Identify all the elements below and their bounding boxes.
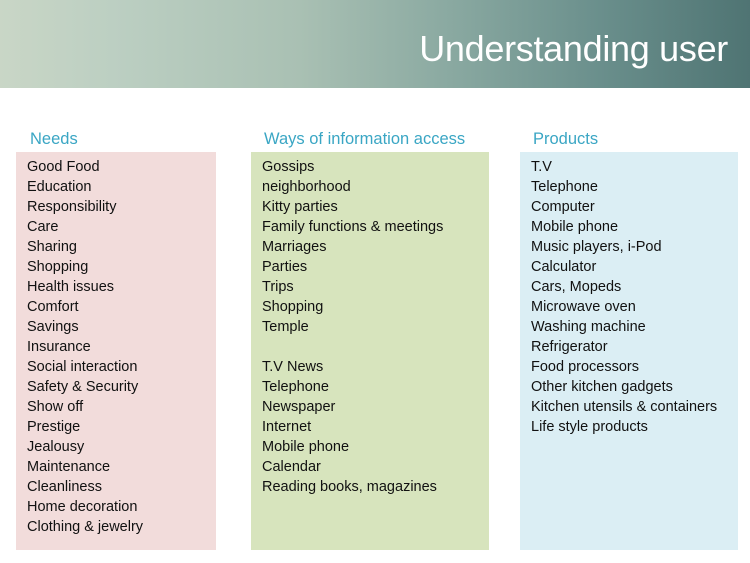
list-item: Cleanliness (27, 479, 102, 495)
list-item: Telephone (262, 379, 329, 395)
list-item: T.V (531, 159, 552, 175)
list-item: Trips (262, 279, 294, 295)
list-item: T.V News (262, 359, 324, 375)
list-item: Shopping (27, 259, 89, 275)
list-item: Sharing (27, 239, 77, 255)
list-item: Mobile phone (531, 219, 619, 235)
list-item: Savings (27, 319, 79, 335)
list-item: Family functions & meetings (262, 219, 444, 235)
products-heading: Products (533, 130, 599, 148)
list-item (262, 337, 489, 357)
list-item: Clothing & jewelry (27, 519, 144, 535)
list-item: Music players, i-Pod (531, 239, 662, 255)
list-item: Social interaction (27, 359, 138, 375)
list-item: Jealousy (27, 439, 85, 455)
list-item: Other kitchen gadgets (531, 379, 673, 395)
title-banner: Understanding user (0, 0, 750, 88)
list-item: Good Food (27, 159, 100, 175)
list-item: Microwave oven (531, 299, 636, 315)
list-item: Kitty parties (262, 199, 338, 215)
list-item: Newspaper (262, 399, 336, 415)
list-item: Education (27, 179, 92, 195)
list-item: Parties (262, 259, 308, 275)
list-item: Home decoration (27, 499, 138, 515)
list-item: Calendar (262, 459, 321, 475)
needs-heading: Needs (30, 130, 78, 148)
list-item: Shopping (262, 299, 324, 315)
list-item: Reading books, magazines (262, 479, 437, 495)
list-item: Show off (27, 399, 84, 415)
list-item: Life style products (531, 419, 648, 435)
list-item: Temple (262, 319, 309, 335)
list-item: Care (27, 219, 59, 235)
list-item: Comfort (27, 299, 79, 315)
list-item: Cars, Mopeds (531, 279, 622, 295)
list-item: Washing machine (531, 319, 646, 335)
list-item: Prestige (27, 419, 81, 435)
list-item: Internet (262, 419, 312, 435)
list-item: Marriages (262, 239, 327, 255)
list-item: Kitchen utensils & containers (531, 399, 718, 415)
list-item: Refrigerator (531, 339, 608, 355)
list-item: Gossips (262, 159, 315, 175)
list-item: Safety & Security (27, 379, 139, 395)
list-item: Responsibility (27, 199, 117, 215)
list-item: Calculator (531, 259, 597, 275)
list-item: Mobile phone (262, 439, 350, 455)
list-item: Insurance (27, 339, 91, 355)
ways-heading: Ways of information access (264, 130, 466, 148)
list-item: Food processors (531, 359, 639, 375)
list-item: Health issues (27, 279, 115, 295)
list-item: Maintenance (27, 459, 111, 475)
list-item: Telephone (531, 179, 598, 195)
list-item: Computer (531, 199, 595, 215)
slide-title: Understanding user (419, 28, 728, 69)
list-item: neighborhood (262, 179, 351, 195)
